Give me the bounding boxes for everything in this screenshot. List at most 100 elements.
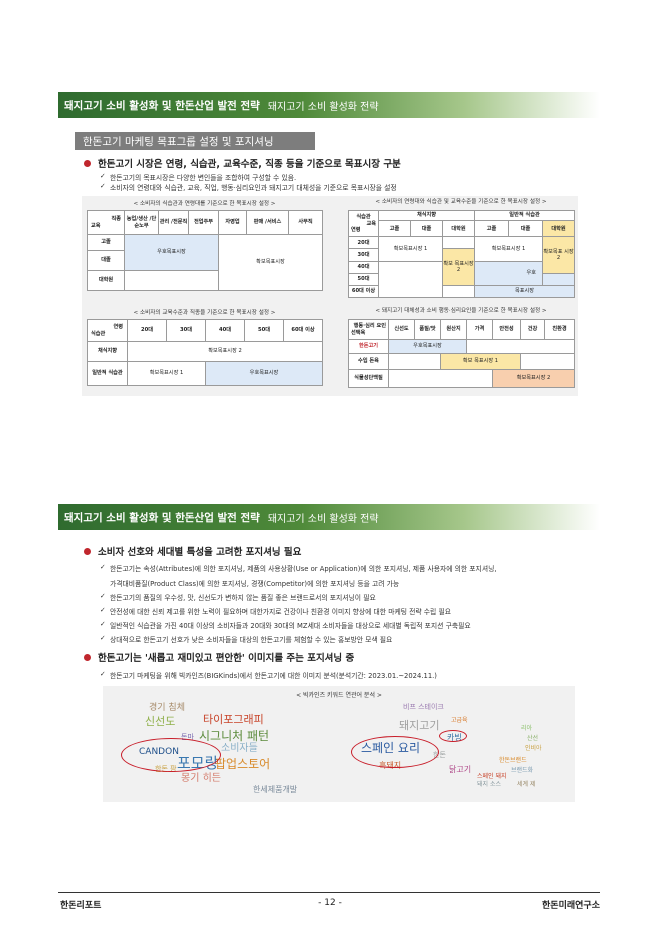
word: 신선도 — [145, 715, 176, 728]
sub-item: ✓ 안전성에 대한 신뢰 제고를 위한 노력이 필요하며 대한가지로 건강이나 … — [100, 606, 451, 616]
word: 경기 침체 — [149, 703, 185, 713]
row-header-hanwoo: 한돈고기 — [348, 339, 389, 354]
cell-secure-market-1: 확보목표시장 1 — [127, 361, 206, 386]
col-header: 건강 — [520, 319, 545, 340]
col-header: 전업주부 — [188, 210, 219, 235]
row-header: 채식지향 — [87, 341, 128, 362]
word: 소비자들 — [221, 743, 258, 754]
word: 리아 — [521, 725, 533, 732]
col-header: 안전성 — [492, 319, 521, 340]
bullet-text: 한돈고기는 '새롭고 재미있고 편안한' 이미지를 주는 포지셔닝 중 — [98, 653, 355, 664]
word: 비프 스테이크 — [403, 703, 444, 711]
cell-friendly-market: 우호목표시장 — [124, 234, 219, 271]
row-header: 60대 이상 — [348, 284, 379, 299]
cell-secure-market-2: 확보목표 시장2 — [542, 236, 576, 274]
section-subtitle: 한돈고기 마케팅 목표그룹 설정 및 포지셔닝 — [75, 132, 315, 150]
word: 한세제품개발 — [253, 785, 298, 794]
row-header: 수입 돈육 — [348, 353, 389, 370]
section-header-2: 돼지고기 소비 활성화 및 한돈산업 발전 전략 돼지고기 소비 활성화 전략 — [58, 504, 600, 530]
word-cloud-panel: < 빅카인즈 키워드 연관어 분석 > 경기 침체 신선도 타이포그래피 시그니… — [103, 686, 575, 802]
cell-empty — [542, 272, 576, 286]
highlight-ellipse — [121, 738, 221, 772]
header-main-title: 돼지고기 소비 활성화 및 한돈산업 발전 전략 — [64, 99, 260, 112]
col-header: 가격 — [466, 319, 493, 340]
header-main-title: 돼지고기 소비 활성화 및 한돈산업 발전 전략 — [64, 511, 260, 524]
table-caption: < 돼지고기 대체성과 소비 행동·심리요인을 기준으로 한 목표시장 설정 > — [375, 308, 547, 314]
cell-friendly-market: 우호목표시장 — [205, 361, 323, 386]
cell-secure-market-2: 확보목표시장 2 — [127, 341, 323, 362]
footer-divider — [58, 892, 600, 893]
sub-item-text: 소비자의 연령대와 식습관, 교육, 직업, 행동·심리요인과 돼지고기 대체성… — [110, 184, 397, 192]
table-caption: < 소비자의 식습관과 연령대를 기준으로 한 목표시장 설정 > — [133, 201, 276, 207]
sub-item-continued: 가격대비품질(Product Class)에 의한 포지셔닝, 경쟁(Compe… — [100, 578, 399, 588]
sub-item-text: 가격대비품질(Product Class)에 의한 포지셔닝, 경쟁(Compe… — [110, 580, 400, 588]
col-header: 신선도 — [388, 319, 415, 340]
cell-empty — [520, 353, 575, 370]
group-header: 일반적 식습관 — [474, 209, 576, 222]
sub-item: ✓ 일반적인 식습관을 가진 40대 이상의 소비자들과 20대와 30대의 M… — [100, 620, 471, 630]
word: 닭고기 — [449, 765, 472, 774]
sub-item-text: 한돈고기의 목표시장은 다양한 변인들을 조합하여 구성할 수 있음. — [110, 174, 297, 182]
col-header: 대졸 — [410, 220, 443, 238]
header-sub-title: 돼지고기 소비 활성화 전략 — [267, 101, 379, 113]
cell-empty — [441, 284, 476, 299]
word: 한돈브랜드 — [499, 757, 527, 764]
bullet-consumer-positioning: 소비자 선호와 세대별 특성을 고려한 포지셔닝 필요 — [84, 544, 301, 558]
check-icon: ✓ — [100, 670, 106, 678]
col-header: 품질/맛 — [414, 319, 441, 340]
cell-friendly-market: 목표시장 — [474, 284, 576, 299]
cell-secure-market-2: 확보목표시장 2 — [492, 369, 575, 388]
row-header: 50대 — [348, 272, 379, 286]
sub-item-text: 한돈고기의 품질의 우수성, 맛, 신선도가 변하지 않는 품질 좋은 브랜드로… — [110, 594, 376, 602]
row-header: 일반적 식습관 — [87, 361, 128, 386]
col-header: 40대 — [205, 319, 245, 342]
word: 스페인 돼지 — [477, 773, 507, 780]
word: 고급육 — [451, 717, 468, 724]
check-icon: ✓ — [100, 592, 106, 600]
col-header: 50대 — [244, 319, 284, 342]
cell-empty — [378, 260, 443, 299]
check-icon: ✓ — [100, 620, 106, 628]
bullet-market-segmentation: 한돈고기 시장은 연령, 식습관, 교육수준, 직종 등을 기준으로 목표시장 … — [84, 156, 401, 170]
word: 세계 제 — [517, 781, 536, 788]
col-header: 판매 /서비스 — [246, 210, 289, 235]
cell-secure-market-1: 확보목표시장 1 — [474, 236, 544, 262]
cell-secure-market: 확보목표시장 — [218, 234, 323, 291]
bullet-dot-icon — [84, 547, 91, 555]
col-header: 고졸 — [378, 220, 411, 238]
col-header: 사무직 — [288, 210, 323, 235]
highlight-ellipse — [351, 736, 439, 768]
row-header: 식물성단백질 — [348, 369, 389, 388]
check-icon: ✓ — [100, 634, 106, 642]
cell-empty — [441, 236, 476, 250]
word: 몽기 히든 — [181, 773, 221, 784]
col-header: 원산지 — [440, 319, 467, 340]
sub-item: ✓ 한돈고기는 속성(Attributes)에 의한 포지셔닝, 제품의 사용상… — [100, 563, 496, 573]
col-header: 60대 이상 — [283, 319, 323, 342]
bullet-text: 소비자 선호와 세대별 특성을 고려한 포지셔닝 필요 — [98, 547, 302, 558]
word: 산선 — [527, 735, 539, 742]
word: 돼지 소스 — [477, 781, 501, 788]
cell-friendly: 우호 — [474, 260, 544, 286]
col-header: 30대 — [166, 319, 206, 342]
sub-item-text: 일반적인 식습관을 가진 40대 이상의 소비자들과 20대와 30대의 MZ세… — [110, 622, 471, 630]
sub-item-text: 안전성에 대한 신뢰 제고를 위한 노력이 필요하며 대한가지로 건강이나 친환… — [110, 608, 451, 616]
col-header: 20대 — [127, 319, 167, 342]
word: 팝업스토어 — [215, 757, 271, 771]
bullet-image-positioning: 한돈고기는 '새롭고 재미있고 편안한' 이미지를 주는 포지셔닝 중 — [84, 650, 354, 664]
word: 브랜드화 — [511, 767, 534, 774]
cell-secure-market-2: 확보 목표시장 2 — [441, 248, 476, 286]
row-header: 대학원 — [87, 270, 125, 291]
word: 시그니처 패턴 — [199, 729, 270, 743]
check-icon: ✓ — [100, 606, 106, 614]
footer-org-name: 한돈미래연구소 — [542, 901, 600, 911]
cell-empty — [466, 339, 575, 354]
row-header: 20대 — [348, 236, 379, 250]
word: 돼지고기 — [399, 719, 440, 732]
